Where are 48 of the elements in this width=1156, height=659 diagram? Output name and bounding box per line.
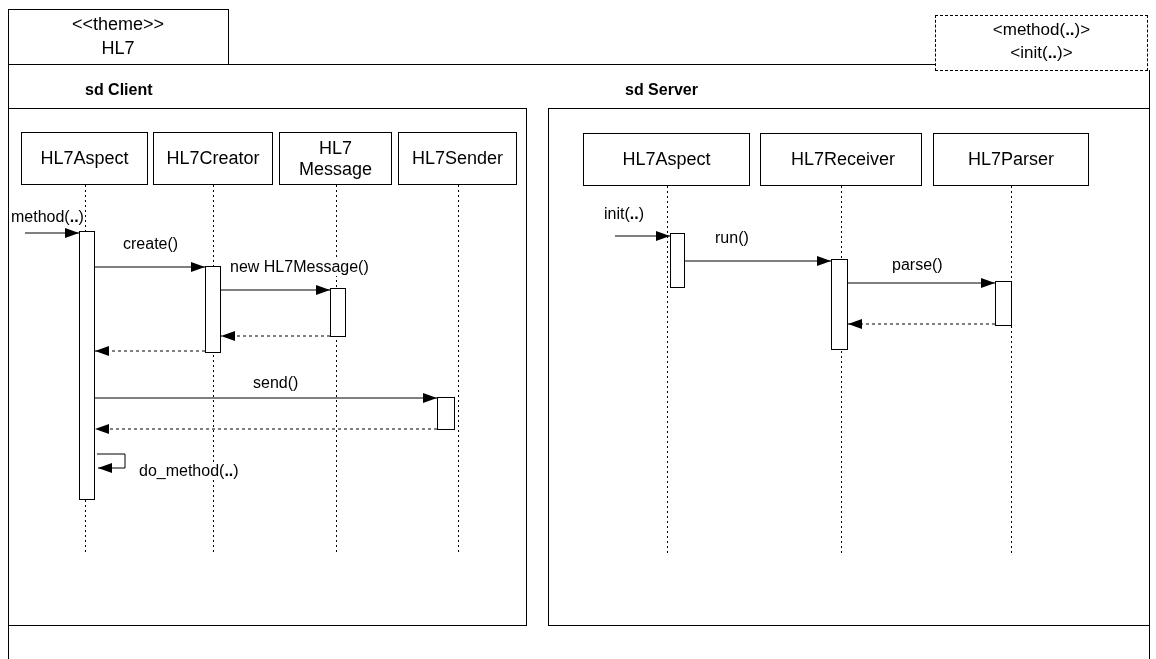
template-parameter: <method(..)>: [991, 19, 1092, 41]
lifeline-name: HL7Aspect: [622, 149, 711, 170]
lifeline-name: HL7Creator: [166, 148, 260, 169]
sequence-frame: [8, 80, 527, 626]
edge-label: do_method(..): [138, 462, 240, 480]
message-arrow: [220, 285, 331, 295]
message-arrow: [614, 231, 671, 241]
activation-bar: [205, 266, 221, 353]
message-arrow: [847, 278, 996, 288]
activation-bar: [670, 233, 685, 288]
message-arrow: [24, 228, 80, 238]
edge-label: init(..): [603, 205, 645, 223]
frame-title: sd Client: [85, 80, 153, 100]
edge-label: create(): [122, 235, 180, 253]
return-arrow: [220, 331, 331, 341]
activation-bar: [437, 397, 455, 430]
lifeline-head: [153, 132, 273, 185]
lifeline-name: HL7Sender: [411, 148, 504, 169]
return-arrow: [847, 319, 996, 329]
lifeline-head: [21, 132, 148, 185]
activation-bar: [330, 288, 346, 337]
return-arrow: [94, 346, 206, 356]
lifeline-head: [398, 132, 517, 185]
activation-bar: [995, 281, 1012, 326]
edge-label: parse(): [891, 256, 944, 274]
activation-bar: [831, 259, 848, 350]
message-arrow: [94, 262, 206, 272]
frame-title: <<theme>> HL7: [70, 13, 166, 60]
theme-frame: [8, 9, 1150, 659]
frame-title: sd Server: [625, 80, 698, 100]
lifeline-head: [933, 133, 1089, 186]
sequence-frame: [548, 80, 1150, 626]
lifeline-name: HL7Parser: [967, 149, 1054, 170]
edge-label: method(..): [10, 208, 85, 226]
edge-label: run(): [714, 229, 750, 247]
lifeline-head: [760, 133, 922, 186]
message-arrow: [684, 256, 832, 266]
lifeline-head: [279, 132, 392, 185]
edge-label: send(): [252, 374, 300, 392]
edge-label: new HL7Message(): [229, 258, 370, 276]
message-arrow: [94, 393, 438, 403]
self-message-arrow: [96, 453, 126, 473]
activation-bar: [79, 231, 95, 500]
lifeline-name: HL7Aspect: [40, 148, 129, 169]
lifeline-head: [583, 133, 750, 186]
lifeline-name: HL7 Message: [297, 137, 373, 180]
template-parameter: <init(..)>: [1009, 42, 1074, 64]
return-arrow: [94, 424, 438, 434]
